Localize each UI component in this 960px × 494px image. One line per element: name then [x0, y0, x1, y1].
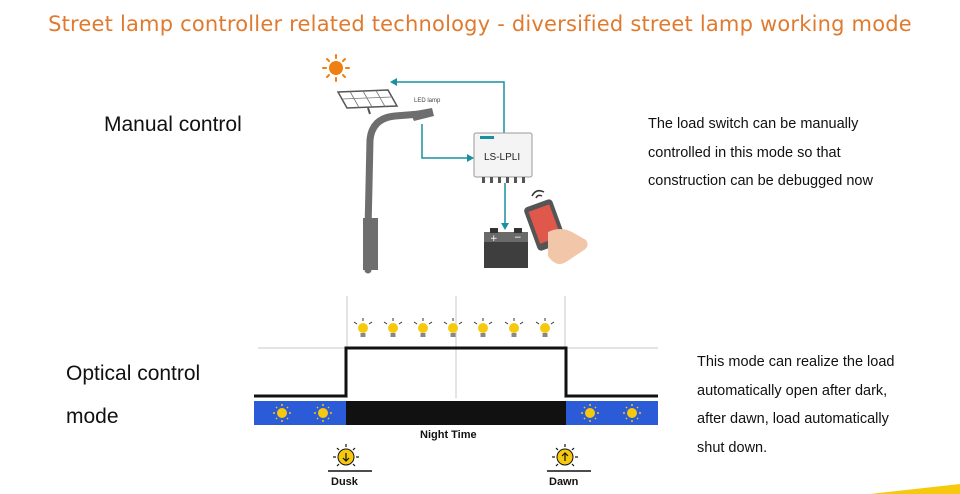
corner-accent — [870, 484, 960, 494]
battery-icon: + − — [484, 228, 528, 268]
manual-control-label: Manual control — [104, 113, 242, 136]
optical-desc-line: This mode can realize the load — [697, 354, 895, 370]
optical-desc-line: after dawn, load automatically — [697, 411, 889, 427]
bulb-icon — [535, 318, 555, 337]
dusk-icon — [328, 444, 372, 472]
sun-icon — [273, 404, 291, 422]
day-suns — [273, 404, 641, 422]
svg-text:−: − — [514, 233, 522, 243]
page-title: Street lamp controller related technolog… — [48, 12, 912, 36]
bulb-icon — [413, 318, 433, 337]
sun-icon — [623, 404, 641, 422]
dawn-icon — [547, 444, 591, 472]
manual-desc-line: controlled in this mode so that — [648, 144, 841, 161]
optical-desc-line: shut down. — [697, 439, 768, 456]
manual-desc-line: construction can be debugged now — [648, 173, 873, 189]
timing-diagram — [254, 296, 658, 425]
solar-panel-icon — [336, 89, 399, 115]
bulb-icon — [353, 318, 373, 337]
svg-text:+: + — [490, 234, 498, 244]
bulb-icon — [504, 318, 524, 337]
night-time-label: Night Time — [420, 429, 477, 441]
optical-control-label: Optical control — [66, 362, 201, 385]
bulb-icon — [383, 318, 403, 337]
bulb-icon — [443, 318, 463, 337]
bulb-icon — [473, 318, 493, 337]
led-lamp-label: LED lamp — [414, 98, 441, 104]
sun-icon — [322, 54, 350, 82]
optical-desc-line: automatically open after dark, — [697, 382, 888, 399]
dusk-label: Dusk — [331, 476, 358, 488]
street-lamp-icon — [363, 108, 434, 274]
wiring — [395, 81, 506, 228]
sun-icon — [581, 404, 599, 422]
manual-description: The load switch can be manually controll… — [648, 110, 873, 196]
controller-icon — [473, 132, 533, 183]
optical-control-label-line2: mode — [66, 405, 119, 428]
remote-phone-icon — [524, 189, 588, 264]
optical-description: This mode can realize the load automatic… — [697, 348, 894, 462]
sun-icon — [314, 404, 332, 422]
manual-desc-line: The load switch can be manually — [648, 116, 859, 132]
bulb-row — [353, 318, 555, 337]
dawn-label: Dawn — [549, 476, 579, 488]
controller-label: LS-LPLI — [484, 152, 521, 163]
